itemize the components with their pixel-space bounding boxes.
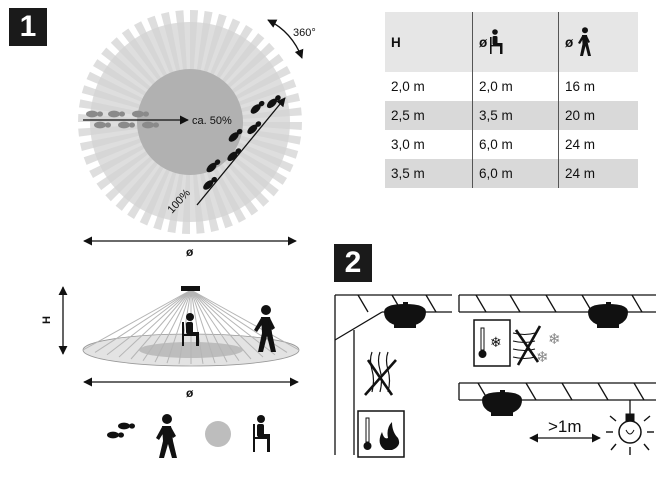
range-table: H ø ø [385, 12, 638, 188]
rotation-arrow [267, 19, 304, 59]
walk-towards-arrow [196, 97, 286, 206]
top-diameter-label: ø [186, 245, 194, 259]
walking-person-icon [578, 27, 592, 56]
side-detection-ray [178, 289, 192, 364]
header-height-label: H [391, 34, 401, 50]
side-detection-ray [190, 289, 300, 351]
header-height: H [385, 12, 473, 72]
rotation-label: 360° [293, 27, 316, 39]
distance-label: >1m [548, 417, 582, 436]
side-seated-person-icon [182, 313, 199, 346]
cell-seated: 2,0 m [472, 72, 559, 101]
side-detection-ray [190, 289, 264, 358]
install-panel-wall [334, 294, 452, 458]
heater-icon [357, 410, 405, 458]
light-bulb-icon [606, 400, 654, 455]
cell-height: 2,5 m [385, 101, 473, 130]
snowflake-icon: ❄ [548, 331, 561, 348]
table-row: 2,0 m 2,0 m 16 m [385, 72, 638, 101]
step-1-badge: 1 [9, 8, 47, 46]
svg-text:❄: ❄ [490, 334, 502, 350]
side-detection-ray [82, 289, 192, 351]
no-cold-air-icon [512, 325, 542, 366]
cell-walking: 24 m [558, 159, 638, 188]
walk-by-label: ca. 50% [192, 115, 232, 127]
header-walking: ø [558, 12, 638, 72]
ac-ceiling-sensor [588, 302, 628, 328]
header-seated-label: ø [479, 34, 488, 50]
lamp-ceiling-sensor [482, 390, 522, 416]
cell-height: 3,0 m [385, 130, 473, 159]
inner-zone [137, 69, 243, 175]
install-panel-ac: ❄ ❄ ❄ [458, 294, 656, 367]
height-label: H [41, 316, 53, 324]
legend-icons [107, 414, 270, 458]
cell-seated: 6,0 m [472, 130, 559, 159]
table-row: 3,5 m 6,0 m 24 m [385, 159, 638, 188]
side-detection-ray [190, 289, 216, 364]
legend-footprints-icon [107, 422, 135, 439]
side-detection-ray [190, 289, 204, 364]
cell-height: 2,0 m [385, 72, 473, 101]
legend-seated-person-icon [253, 415, 270, 452]
top-view-detection-zone: ca. 50% 100% 360° ø [78, 10, 316, 259]
cell-walking: 24 m [558, 130, 638, 159]
side-walking-person-icon [254, 305, 276, 352]
seated-person-icon [490, 29, 503, 54]
no-heat-arrows-icon [364, 351, 397, 396]
side-diameter-label: ø [186, 386, 194, 400]
side-sensor [181, 286, 200, 291]
header-walking-label: ø [565, 34, 574, 50]
side-detection-ray [190, 289, 252, 360]
side-detection-ray [94, 289, 192, 353]
header-seated: ø [472, 12, 559, 72]
snowflake-icon: ❄ [536, 349, 549, 366]
side-view-detection: H ø [41, 286, 300, 400]
table-row: 2,5 m 3,5 m 20 m [385, 101, 638, 130]
legend-walking-person-icon [156, 414, 177, 458]
side-detection-ray [130, 289, 192, 360]
cell-height: 3,5 m [385, 159, 473, 188]
table-header-row: H ø ø [385, 12, 638, 72]
legend-detection-zone-icon [205, 421, 231, 447]
side-detection-ray [190, 289, 228, 363]
table-row: 3,0 m 6,0 m 24 m [385, 130, 638, 159]
install-panel-lamp: >1m [458, 382, 656, 455]
cell-seated: 6,0 m [472, 159, 559, 188]
side-detection-ray [190, 289, 240, 362]
cell-walking: 20 m [558, 101, 638, 130]
side-detection-ray [106, 289, 192, 356]
side-detection-ray [142, 289, 192, 362]
side-detection-ray [166, 289, 192, 364]
cell-seated: 3,5 m [472, 101, 559, 130]
step-2-badge: 2 [334, 244, 372, 282]
side-detection-ray [118, 289, 192, 358]
ceiling-sensor [384, 302, 426, 328]
cell-walking: 16 m [558, 72, 638, 101]
air-conditioner-icon: ❄ [473, 319, 511, 367]
side-detection-ray [154, 289, 192, 363]
